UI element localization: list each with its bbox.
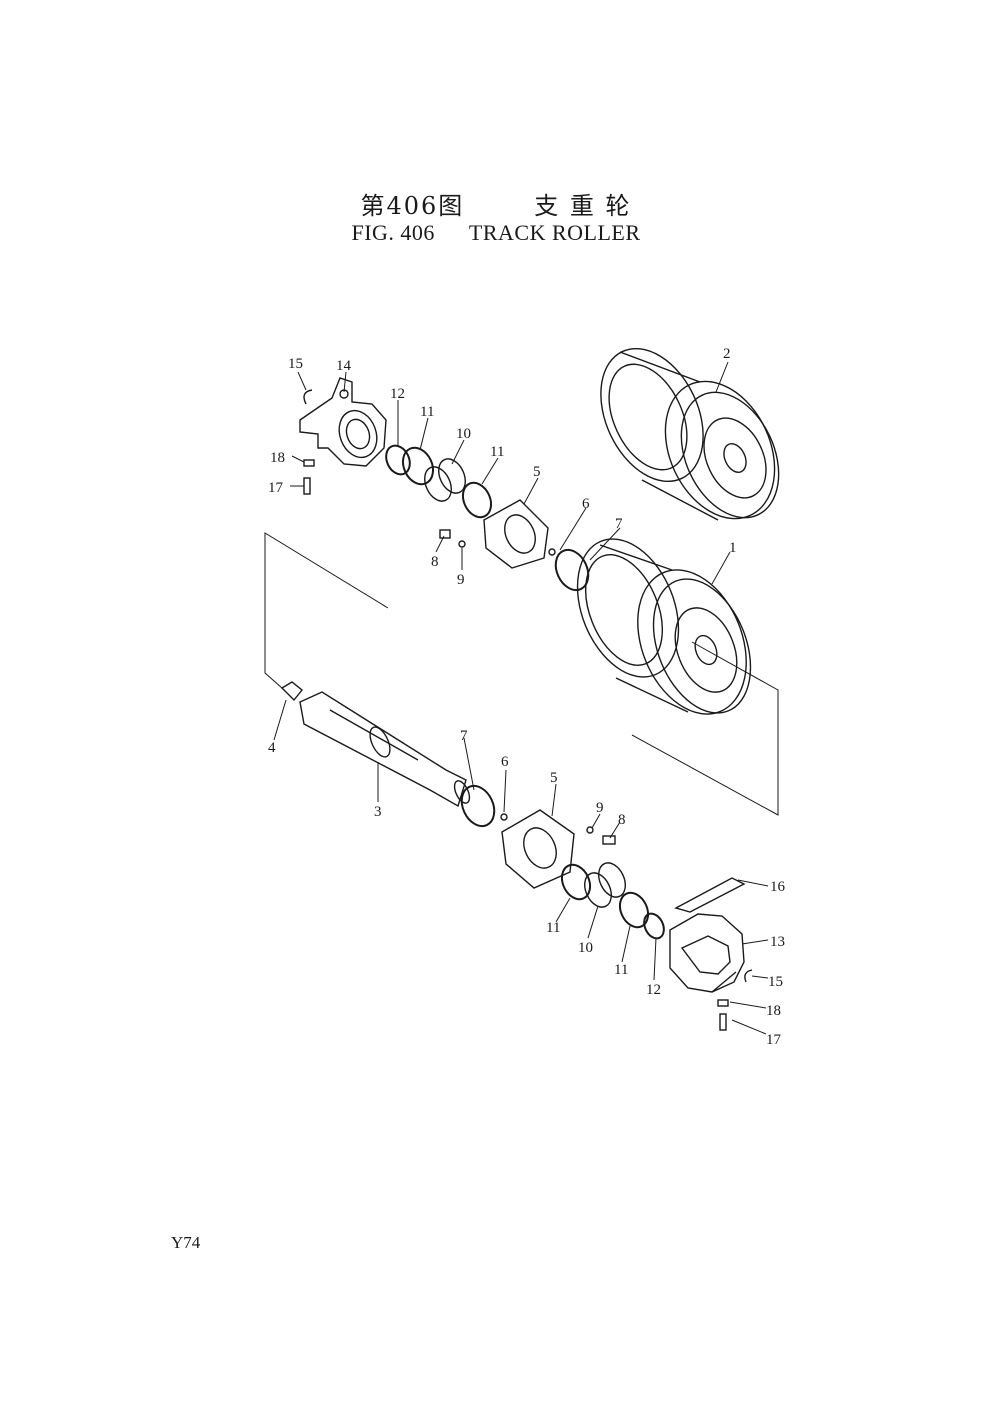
- figure-number-chinese: 第406图: [360, 192, 465, 220]
- callout-13: 13: [770, 934, 785, 950]
- callout-labels: 2 1 3 4 5 5 6 6 7 7 8 8 9 9 10 10 11 11 …: [268, 346, 786, 1048]
- callout-15-upper: 15: [288, 356, 303, 372]
- callout-10-upper: 10: [456, 426, 471, 442]
- callout-9-upper: 9: [457, 572, 465, 588]
- plate-16: [674, 877, 746, 913]
- part-name-english: TRACK ROLLER: [468, 220, 641, 245]
- callout-4: 4: [268, 740, 276, 756]
- callout-7-upper: 7: [615, 516, 623, 532]
- callout-18-lower: 18: [766, 1003, 781, 1019]
- callout-11-lower-left: 11: [546, 920, 560, 936]
- callout-15-lower: 15: [768, 974, 783, 990]
- callout-12-upper: 12: [390, 386, 405, 402]
- figure-title-english: FIG. 406 TRACK ROLLER: [0, 220, 992, 246]
- callout-3: 3: [374, 804, 382, 820]
- bracket-upper: [299, 377, 387, 467]
- callout-2: 2: [723, 346, 731, 362]
- small-hardware: [303, 389, 753, 1031]
- callout-1: 1: [729, 540, 737, 556]
- shaft: [299, 691, 471, 808]
- callout-12-lower: 12: [646, 982, 661, 998]
- callout-17-upper: 17: [268, 480, 284, 496]
- callout-10-lower: 10: [578, 940, 593, 956]
- track-roller-upper: [600, 347, 780, 521]
- callout-9-lower: 9: [596, 800, 604, 816]
- callout-5-lower: 5: [550, 770, 558, 786]
- floating-seal-upper: [424, 458, 466, 502]
- callout-5-upper: 5: [533, 464, 541, 480]
- callout-14: 14: [336, 358, 352, 374]
- plug: [280, 681, 303, 702]
- callout-6-upper: 6: [582, 496, 590, 512]
- bracket-lower: [669, 913, 745, 993]
- callout-17-lower: 17: [766, 1032, 782, 1048]
- floating-seal-lower: [584, 862, 626, 908]
- callout-7-lower: 7: [460, 728, 468, 744]
- callout-6-lower: 6: [501, 754, 509, 770]
- callout-11-upper-left: 11: [420, 404, 434, 420]
- callout-8-lower: 8: [618, 812, 626, 828]
- callout-8-upper: 8: [431, 554, 439, 570]
- o-rings: [385, 444, 665, 940]
- figure-title-chinese: 第406图 支 重 轮: [0, 186, 992, 221]
- figure-number-english: FIG. 406: [351, 220, 435, 245]
- page-number: Y74: [171, 1233, 201, 1252]
- callout-11-lower-right: 11: [614, 962, 628, 978]
- callout-18-upper: 18: [270, 450, 285, 466]
- callout-11-upper-right: 11: [490, 444, 504, 460]
- callout-16: 16: [770, 879, 786, 895]
- track-roller-lower: [576, 538, 752, 715]
- collar-lower: [501, 809, 575, 889]
- part-name-chinese: 支 重 轮: [534, 192, 632, 220]
- leader-lines: [273, 361, 769, 1035]
- collar-upper: [483, 499, 549, 569]
- assembly-frame-lines: [264, 532, 779, 816]
